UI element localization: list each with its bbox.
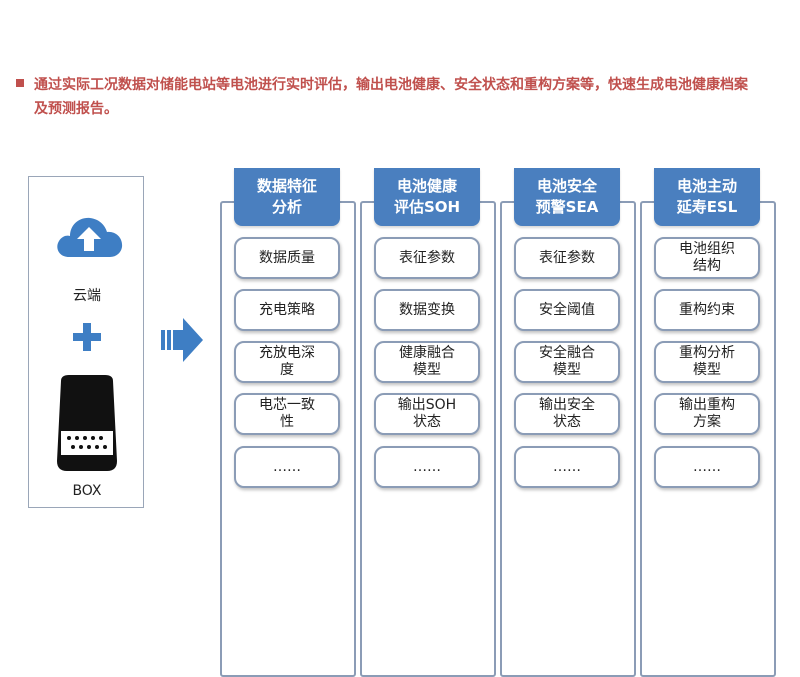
- column-item: 安全融合 模型: [514, 341, 620, 383]
- cloud-label: 云端: [73, 288, 101, 304]
- column-title: 数据特征 分析: [234, 168, 340, 226]
- flow-arrow-icon: [161, 318, 203, 362]
- column-panel: [220, 201, 356, 677]
- box-label: BOX: [72, 483, 102, 499]
- bullet-square-icon: [16, 79, 24, 87]
- column-title: 电池主动 延寿ESL: [654, 168, 760, 226]
- column-title: 电池安全 预警SEA: [514, 168, 620, 226]
- column-item: 输出SOH 状态: [374, 393, 480, 435]
- column-item: 数据质量: [234, 237, 340, 279]
- column-item: 表征参数: [514, 237, 620, 279]
- column-item: 健康融合 模型: [374, 341, 480, 383]
- column-item: 电芯一致 性: [234, 393, 340, 435]
- column-item: 数据变换: [374, 289, 480, 331]
- data-source-box: 云端 BOX: [28, 176, 144, 508]
- column-panel: [500, 201, 636, 677]
- column-item: ……: [514, 446, 620, 488]
- column-title: 电池健康 评估SOH: [374, 168, 480, 226]
- cloud-upload-icon: [57, 217, 123, 257]
- column-panel: [640, 201, 776, 677]
- column-item: ……: [654, 446, 760, 488]
- box-device-icon: [57, 375, 117, 471]
- intro-paragraph: 通过实际工况数据对储能电站等电池进行实时评估，输出电池健康、安全状态和重构方案等…: [16, 73, 776, 121]
- column-item: 充放电深 度: [234, 341, 340, 383]
- column-panel: [360, 201, 496, 677]
- column-item: 重构分析 模型: [654, 341, 760, 383]
- column-item: 电池组织 结构: [654, 237, 760, 279]
- column-item: 重构约束: [654, 289, 760, 331]
- plus-icon: [73, 323, 101, 351]
- column-item: ……: [374, 446, 480, 488]
- column-item: 输出重构 方案: [654, 393, 760, 435]
- column-item: 安全阈值: [514, 289, 620, 331]
- column-item: 输出安全 状态: [514, 393, 620, 435]
- column-item: ……: [234, 446, 340, 488]
- intro-text: 通过实际工况数据对储能电站等电池进行实时评估，输出电池健康、安全状态和重构方案等…: [34, 77, 748, 117]
- column-item: 充电策略: [234, 289, 340, 331]
- column-item: 表征参数: [374, 237, 480, 279]
